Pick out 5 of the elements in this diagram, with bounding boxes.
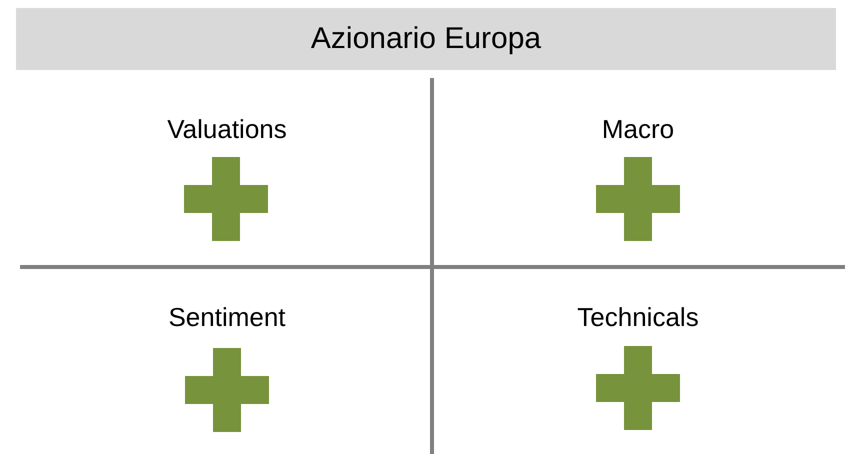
quadrant-label: Technicals <box>576 302 700 333</box>
quadrant-label: Sentiment <box>167 302 287 333</box>
quadrant-label: Macro <box>600 114 676 145</box>
title-text: Azionario Europa <box>310 21 542 57</box>
quadrant-label: Valuations <box>166 114 288 145</box>
